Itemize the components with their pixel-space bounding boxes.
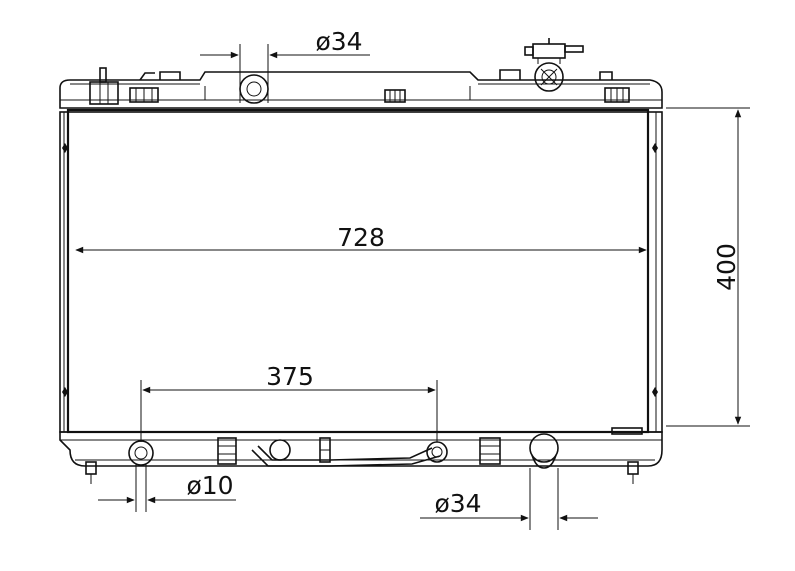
- drain-diameter-label: ø10: [186, 471, 233, 500]
- top-pipe-diameter-dimension: ø34: [200, 27, 370, 72]
- width-label: 728: [337, 223, 385, 252]
- radiator-cap-icon: [524, 38, 584, 92]
- drain-diameter-dimension: ø10: [98, 464, 236, 512]
- radiator-core: [59, 108, 663, 434]
- outlet-spacing-label: 375: [266, 362, 314, 391]
- bottom-pipe-diameter-label: ø34: [434, 489, 481, 518]
- bottom-pipe-diameter-dimension: ø34: [420, 468, 598, 530]
- inlet-pipe: [239, 72, 269, 104]
- bottom-tank: [59, 427, 663, 484]
- outlet-spacing-dimension: 375: [140, 362, 438, 442]
- width-dimension: 728: [75, 223, 647, 254]
- top-pipe-diameter-label: ø34: [315, 27, 362, 56]
- height-dimension: 400: [666, 107, 750, 427]
- top-tank: [59, 67, 663, 109]
- height-label: 400: [712, 243, 741, 291]
